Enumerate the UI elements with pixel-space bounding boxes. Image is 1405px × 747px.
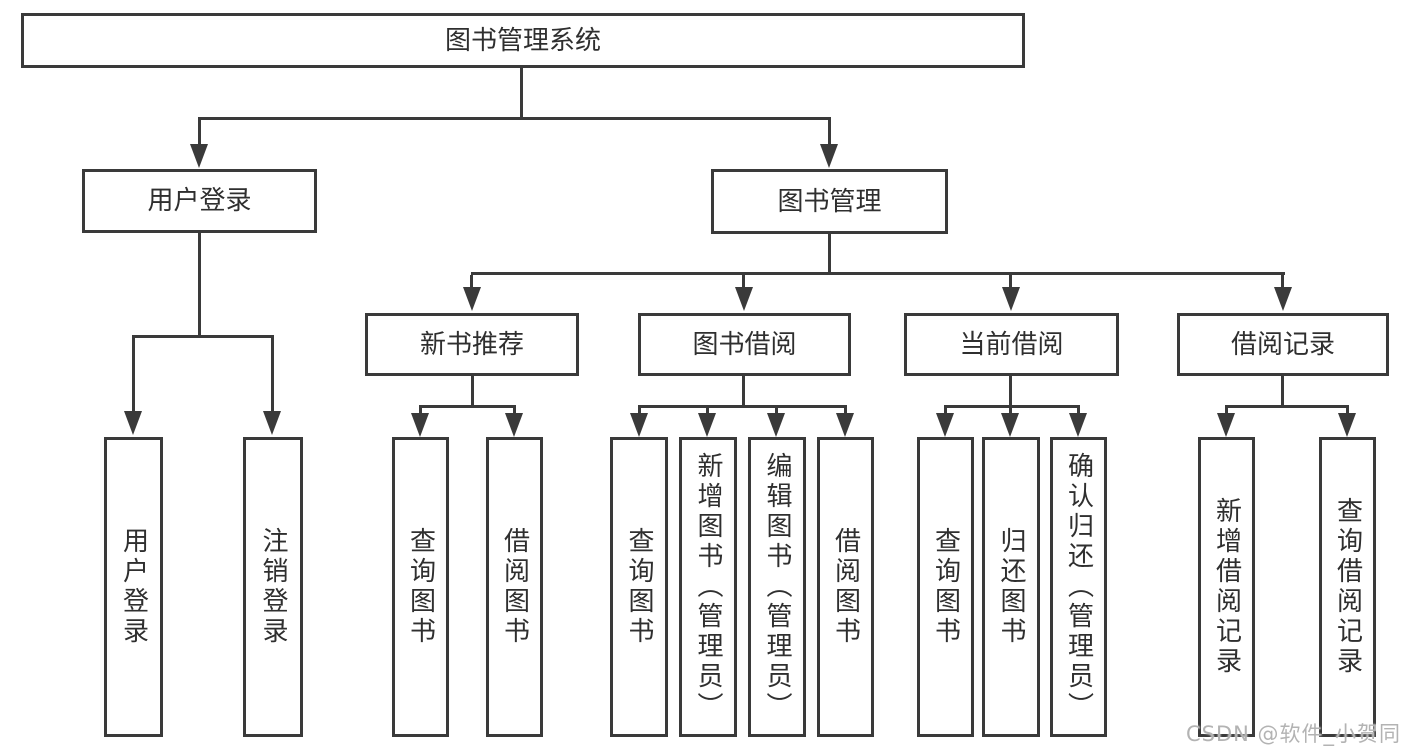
arrowhead-new-book-rec-icon — [463, 287, 481, 311]
connector-drop — [1077, 408, 1080, 414]
connector-drop-leaf-logout — [271, 338, 274, 412]
connector-drop-borrow-records — [1281, 275, 1284, 288]
connector-current-borrow-stem — [1009, 376, 1012, 407]
arrowhead-leaf-login-icon — [124, 411, 142, 435]
leaf-query-books-current: 查询图书 — [917, 437, 974, 737]
connector-drop — [844, 408, 847, 414]
leaf-logout: 注销登录 — [243, 437, 303, 737]
leaf-query-books-recommend: 查询图书 — [392, 437, 449, 737]
csdn-watermark: CSDN @软件_小贺同学 — [1186, 722, 1402, 746]
arrowhead-user-login-icon — [190, 144, 208, 168]
connector-new-book-rec-split-bar — [419, 405, 516, 408]
connector-new-book-rec-stem — [471, 376, 474, 407]
node-current-borrowing: 当前借阅 — [904, 313, 1119, 376]
arrowhead-book-borrow-icon — [735, 287, 753, 311]
leaf-query-borrow-record: 查询借阅记录 — [1319, 437, 1376, 737]
leaf-return-books: 归还图书 — [982, 437, 1040, 737]
node-book-management-group: 图书管理 — [711, 169, 948, 234]
connector-book-mgmt-stem — [828, 234, 831, 274]
connector-user-login-split-bar — [132, 335, 274, 338]
connector-drop-user-login — [198, 120, 201, 145]
connector-book-mgmt-split-bar — [471, 272, 1285, 275]
arrowhead-icon — [505, 413, 523, 437]
arrowhead-icon — [630, 413, 648, 437]
connector-drop-new-book-rec — [470, 275, 473, 288]
arrowhead-icon — [1338, 413, 1356, 437]
arrowhead-icon — [1001, 413, 1019, 437]
connector-root-split-bar — [198, 117, 831, 120]
connector-drop — [775, 408, 778, 414]
connector-book-borrow-stem — [742, 376, 745, 407]
node-library-management-system: 图书管理系统 — [21, 13, 1025, 68]
connector-drop-leaf-login — [132, 338, 135, 412]
connector-drop — [638, 408, 641, 414]
connector-drop — [513, 408, 516, 414]
arrowhead-borrow-records-icon — [1274, 287, 1292, 311]
arrowhead-icon — [767, 413, 785, 437]
node-book-borrowing: 图书借阅 — [638, 313, 851, 376]
node-new-book-recommend: 新书推荐 — [365, 313, 579, 376]
connector-drop-book-mgmt — [828, 120, 831, 145]
leaf-borrow-books: 借阅图书 — [817, 437, 874, 737]
leaf-confirm-return-admin: 确认归还（管理员） — [1050, 437, 1107, 737]
arrowhead-leaf-logout-icon — [263, 411, 281, 435]
connector-drop — [1009, 408, 1012, 414]
connector-drop — [944, 408, 947, 414]
connector-user-login-stem — [198, 233, 201, 337]
connector-drop — [1225, 408, 1228, 414]
arrowhead-icon — [698, 413, 716, 437]
connector-drop — [1346, 408, 1349, 414]
leaf-user-login: 用户登录 — [104, 437, 163, 737]
arrowhead-icon — [411, 413, 429, 437]
arrowhead-book-mgmt-icon — [820, 144, 838, 168]
connector-borrow-records-split-bar — [1225, 405, 1349, 408]
leaf-query-books-borrow: 查询图书 — [610, 437, 668, 737]
arrowhead-current-borrow-icon — [1002, 287, 1020, 311]
connector-drop — [419, 408, 422, 414]
arrowhead-icon — [936, 413, 954, 437]
leaf-add-borrow-record: 新增借阅记录 — [1198, 437, 1255, 737]
connector-current-borrow-split-bar — [944, 405, 1080, 408]
arrowhead-icon — [1069, 413, 1087, 437]
arrowhead-icon — [836, 413, 854, 437]
connector-borrow-records-stem — [1281, 376, 1284, 407]
node-user-login-group: 用户登录 — [82, 169, 317, 233]
arrowhead-icon — [1217, 413, 1235, 437]
leaf-add-books-admin: 新增图书（管理员） — [679, 437, 737, 737]
connector-drop-book-borrow — [742, 275, 745, 288]
connector-book-borrow-split-bar — [638, 405, 847, 408]
leaf-edit-books-admin: 编辑图书（管理员） — [748, 437, 806, 737]
node-borrowing-records: 借阅记录 — [1177, 313, 1389, 376]
connector-drop — [706, 408, 709, 414]
leaf-borrow-books-recommend: 借阅图书 — [486, 437, 543, 737]
connector-root-stem — [520, 68, 523, 118]
connector-drop-current-borrow — [1009, 275, 1012, 288]
